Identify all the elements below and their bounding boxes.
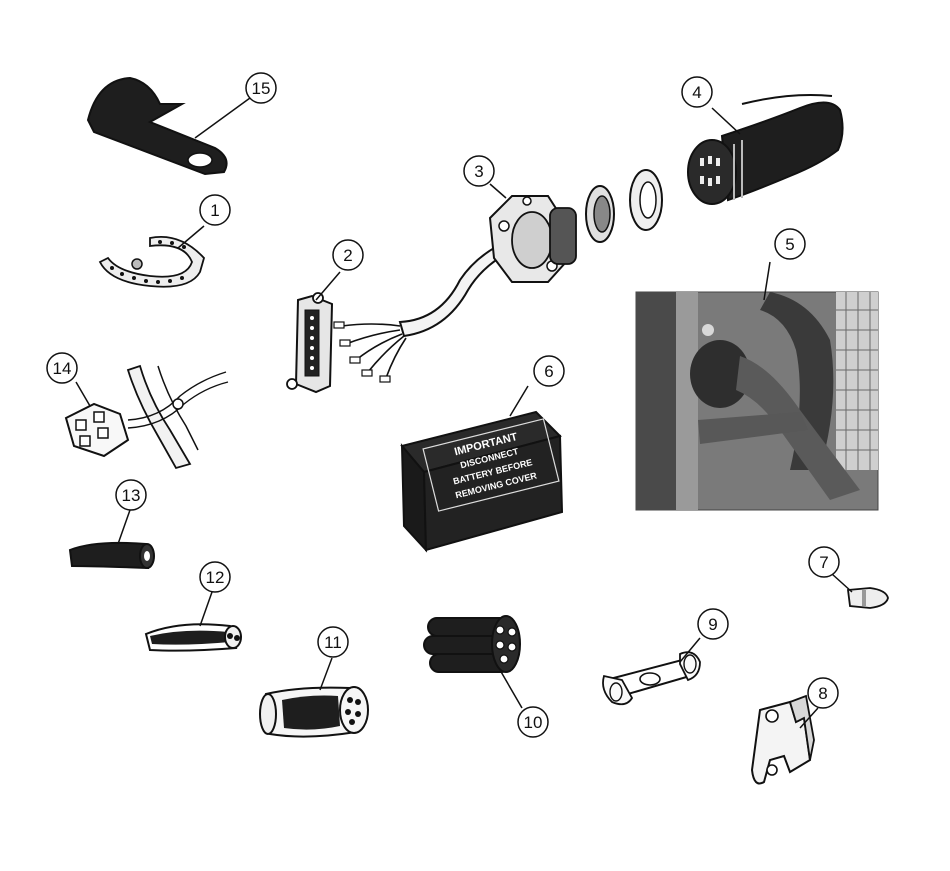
- callout-1: 1: [199, 194, 231, 226]
- callout-5-label: 5: [785, 235, 794, 254]
- part-5-installation-photo: [635, 261, 879, 511]
- part-14-block-connector: [64, 364, 229, 470]
- callout-8: 8: [807, 677, 839, 709]
- callout-7: 7: [808, 546, 840, 578]
- callout-3-label: 3: [474, 162, 483, 181]
- part-1-strap: [98, 225, 206, 288]
- callout-14-label: 14: [53, 359, 72, 378]
- callout-8-label: 8: [818, 684, 827, 703]
- callout-15: 15: [245, 72, 277, 104]
- part-12-double-sleeve: [144, 591, 242, 652]
- callout-12: 12: [199, 561, 231, 593]
- callout-11: 11: [317, 626, 349, 658]
- callout-13-label: 13: [122, 486, 141, 505]
- callout-5: 5: [774, 228, 806, 260]
- callout-1-label: 1: [210, 201, 219, 220]
- callout-7-label: 7: [819, 553, 828, 572]
- part-10-sleeve-bundle: [423, 615, 523, 709]
- part-2-multi-pin-plug: [286, 271, 407, 394]
- callout-10-label: 10: [524, 713, 543, 732]
- callout-6-label: 6: [544, 362, 553, 381]
- part-11-multi-way-sleeve: [259, 657, 369, 738]
- part-3-bulkhead-socket: [488, 169, 663, 283]
- part-7-terminal: [831, 573, 889, 609]
- callout-6: 6: [533, 355, 565, 387]
- callout-9: 9: [697, 608, 729, 640]
- callout-2-label: 2: [343, 246, 352, 265]
- part-8-u-bracket: [750, 694, 819, 785]
- part-4-rubber-boot-connector: [687, 94, 844, 205]
- callout-15-label: 15: [252, 79, 271, 98]
- part-6-warning-cover: IMPORTANT DISCONNECT BATTERY BEFORE REMO…: [400, 385, 564, 553]
- part-9-double-clip: [602, 637, 701, 706]
- callout-10: 10: [517, 706, 549, 738]
- callout-4-label: 4: [692, 83, 701, 102]
- callout-14: 14: [46, 352, 78, 384]
- callout-3: 3: [463, 155, 495, 187]
- callout-2: 2: [332, 239, 364, 271]
- callout-4: 4: [681, 76, 713, 108]
- callout-11-label: 11: [324, 633, 342, 652]
- part-15-p-clip: [86, 76, 251, 176]
- callout-13: 13: [115, 479, 147, 511]
- part-13-sleeve: [68, 509, 155, 570]
- callout-9-label: 9: [708, 615, 717, 634]
- callout-12-label: 12: [206, 568, 225, 587]
